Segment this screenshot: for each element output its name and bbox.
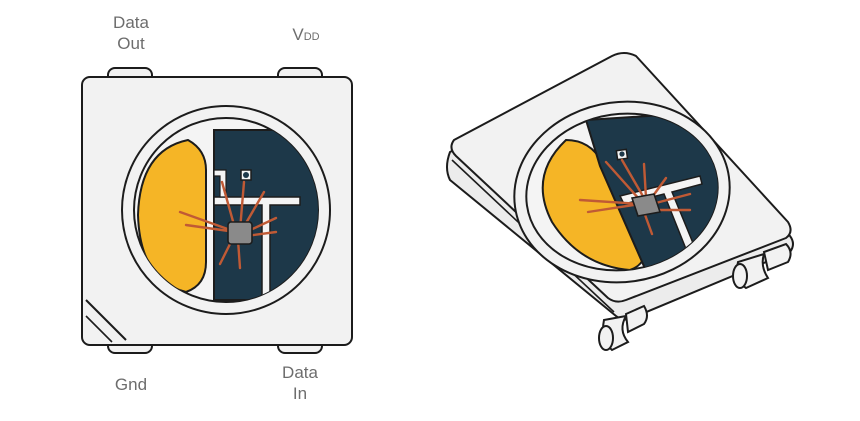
label-gnd: Gnd	[115, 374, 147, 395]
label-data-in: Data In	[282, 362, 318, 404]
iso-emitter-center	[619, 151, 625, 157]
led-isometric-view	[446, 52, 794, 352]
label-data-out-line1: Data	[113, 13, 149, 32]
control-chip	[227, 221, 253, 245]
pin1-chamfer-mark-2	[85, 315, 113, 343]
label-vdd-sub: DD	[303, 31, 320, 43]
emitter-center	[243, 172, 249, 178]
iso-pin-right-end	[732, 263, 748, 289]
label-data-out: Data Out	[113, 12, 149, 54]
label-data-in-line2: In	[292, 384, 308, 403]
label-data-out-line2: Out	[117, 34, 145, 53]
label-vdd-main: V	[292, 25, 304, 44]
pin1-chamfer-mark	[85, 299, 127, 341]
label-data-in-line1: Data	[282, 363, 318, 382]
pad-gap-upper	[213, 169, 227, 198]
iso-pin-left-end	[598, 325, 614, 351]
label-gnd-text: Gnd	[114, 375, 148, 394]
iso-pin-tab-left	[624, 304, 648, 334]
iso-control-chip	[630, 193, 662, 217]
label-vdd: VDD	[292, 24, 319, 48]
iso-pin-tab-right	[762, 242, 792, 272]
led-top-view	[81, 67, 353, 354]
